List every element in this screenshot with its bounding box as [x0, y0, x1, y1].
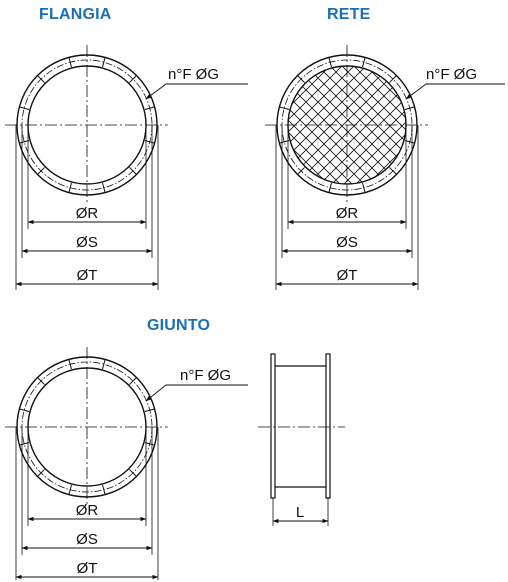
bolt-hole-mark [328, 182, 332, 193]
bolt-hole-mark [404, 140, 415, 144]
bolt-hole-mark [362, 57, 366, 68]
giunto-bolt-holes [19, 359, 155, 495]
title-giunto: GIUNTO [147, 317, 211, 334]
bolt-hole-mark [328, 57, 332, 68]
bolt-hole-mark [297, 167, 305, 175]
giunto-dim-t-label: ØT [77, 560, 98, 577]
bolt-hole-mark [144, 140, 155, 144]
flangia-holes-leader [145, 83, 248, 100]
bolt-hole-mark [297, 75, 305, 83]
bolt-hole-mark [144, 408, 155, 412]
giunto-dim-l-label: L [296, 504, 304, 521]
bolt-hole-mark [37, 75, 45, 83]
bolt-hole-mark [19, 106, 30, 110]
bolt-hole-mark [129, 75, 137, 83]
bolt-hole-mark [129, 167, 137, 175]
bolt-hole-mark [129, 469, 137, 477]
giunto-dim-r-label: ØR [76, 502, 99, 519]
bolt-hole-mark [19, 140, 30, 144]
bolt-hole-mark [389, 167, 397, 175]
bolt-hole-mark [102, 484, 106, 495]
bolt-hole-mark [102, 359, 106, 370]
bolt-hole-mark [404, 106, 415, 110]
giunto-side-view: L [258, 353, 345, 526]
bolt-hole-mark [37, 167, 45, 175]
bolt-hole-mark [19, 408, 30, 412]
rete-holes-leader [405, 83, 505, 100]
bolt-hole-mark [37, 377, 45, 385]
giunto-dim-s-label: ØS [76, 531, 98, 548]
flangia-view: ØR ØS ØT n°F ØG [5, 45, 248, 290]
bolt-hole-mark [68, 359, 72, 370]
bolt-hole-mark [279, 140, 290, 144]
bolt-hole-mark [68, 182, 72, 193]
bolt-hole-mark [144, 442, 155, 446]
flangia-holes-label: n°F ØG [168, 66, 219, 83]
rete-dim-r-label: ØR [336, 205, 359, 222]
bolt-hole-mark [37, 469, 45, 477]
rete-view: ØR ØS ØT n°F ØG [265, 45, 505, 290]
rete-dim-t-label: ØT [337, 267, 358, 284]
rete-bolt-holes [279, 57, 415, 193]
bolt-hole-mark [144, 106, 155, 110]
flangia-dim-r-label: ØR [76, 205, 99, 222]
bolt-hole-mark [68, 484, 72, 495]
giunto-side-right-flange [325, 353, 331, 499]
flangia-dim-t-label: ØT [77, 267, 98, 284]
rete-dim-s-label: ØS [336, 234, 358, 251]
giunto-front-view: ØR ØS ØT n°F ØG [5, 347, 248, 580]
flangia-dim-s-label: ØS [76, 234, 98, 251]
giunto-holes-label: n°F ØG [180, 367, 231, 384]
rete-holes-label: n°F ØG [426, 66, 477, 83]
bolt-hole-mark [129, 377, 137, 385]
bolt-hole-mark [389, 75, 397, 83]
bolt-hole-mark [102, 57, 106, 68]
giunto-side-left-flange [270, 353, 276, 499]
bolt-hole-mark [279, 106, 290, 110]
flangia-bolt-holes [19, 57, 155, 193]
bolt-hole-mark [362, 182, 366, 193]
giunto-holes-leader [145, 384, 248, 402]
title-rete: RETE [327, 6, 371, 23]
bolt-hole-mark [68, 57, 72, 68]
title-flangia: FLANGIA [39, 6, 112, 23]
bolt-hole-mark [19, 442, 30, 446]
bolt-hole-mark [102, 182, 106, 193]
